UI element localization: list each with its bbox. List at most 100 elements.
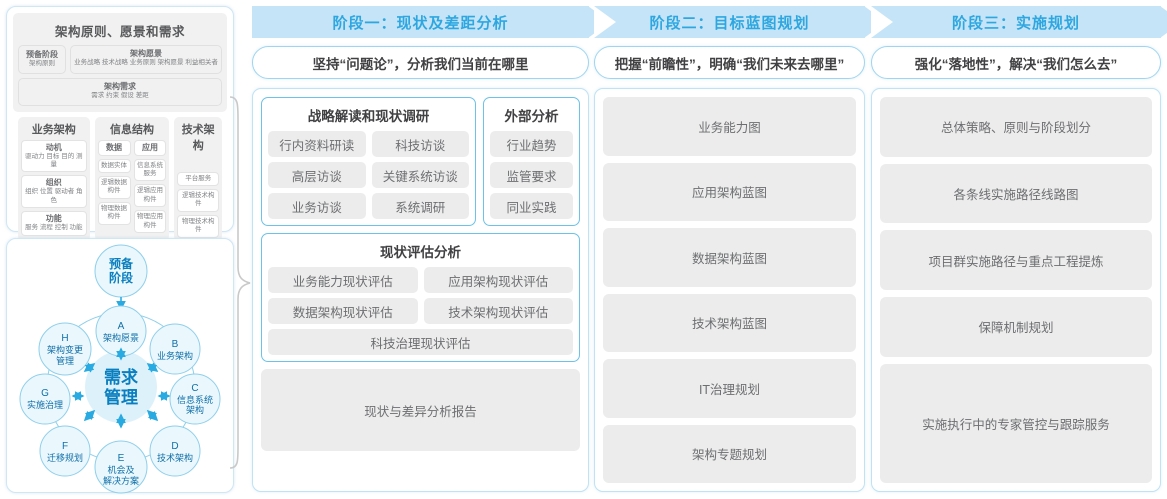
pill-item[interactable]: 业务访谈 <box>268 193 366 219</box>
pillar-business-architecture: 业务架构 动机 驱动力 目标 目的 测量 组织 组织 位置 驱动者 角色 功能 … <box>18 116 90 241</box>
section-external-items: 行业趋势 监管要求 同业实践 <box>490 131 573 219</box>
section-strategy-items: 行内资料研读 科技访谈 高层访谈 关键系统访谈 业务访谈 系统调研 <box>268 131 469 219</box>
organization-title: 组织 <box>45 178 62 188</box>
pill-item[interactable]: 实施执行中的专家管控与跟踪服务 <box>880 363 1152 484</box>
phase-1-report-box[interactable]: 现状与差异分析报告 <box>261 369 580 451</box>
phase-2-band: 阶段二：目标蓝图规划 <box>594 6 886 38</box>
svg-text:D: D <box>171 441 178 452</box>
pillar-technology-title: 技术架构 <box>181 123 215 152</box>
phase-3-items: 总体策略、原则与阶段划分 各条线实施路径线路图 项目群实施路径与重点工程提炼 保… <box>880 97 1152 484</box>
pill-item[interactable]: 系统调研 <box>371 193 469 219</box>
prelim-item: 架构原则 <box>29 60 55 67</box>
phase-1-band: 阶段一：现状及差距分析 <box>252 6 610 38</box>
adm-center-line2: 管理 <box>104 387 138 407</box>
information-column-data: 数据 数据实体 逻辑数据构件 物理数据构件 <box>97 139 131 234</box>
adm-node-d <box>149 425 201 477</box>
togaf-content-framework-card: 架构原则、愿景和需求 预备阶段 架构原则 架构愿景 业务战略 技术战略 业务原则… <box>6 6 234 291</box>
pill-item[interactable]: 行业趋势 <box>490 131 573 157</box>
svg-text:架构: 架构 <box>186 404 204 415</box>
pill-item[interactable]: IT治理规划 <box>603 359 856 418</box>
pill-item[interactable]: 应用架构现状评估 <box>423 267 573 293</box>
pill-item[interactable]: 科技访谈 <box>371 131 469 157</box>
pill-item[interactable]: 总体策略、原则与阶段划分 <box>880 97 1152 157</box>
phase-2-title: 阶段二：目标蓝图规划 <box>649 14 810 32</box>
phase-3-title: 阶段三：实施规划 <box>951 14 1080 32</box>
section-current-assessment: 现状评估分析 业务能力现状评估 应用架构现状评估 数据架构现状评估 技术架构现状… <box>261 233 580 362</box>
pill-item[interactable]: 各条线实施路径线路图 <box>880 163 1152 224</box>
svg-text:C: C <box>191 383 198 394</box>
grouping-brace <box>229 96 251 469</box>
phase-3-band: 阶段三：实施规划 <box>871 6 1167 38</box>
logical-technology-component: 逻辑技术构件 <box>177 188 219 212</box>
svg-text:迁移规划: 迁移规划 <box>47 452 83 463</box>
motivation-title: 动机 <box>45 142 62 152</box>
logical-application-component: 逻辑应用构件 <box>133 184 167 208</box>
pillar-information-title: 信息结构 <box>109 123 154 136</box>
svg-text:A: A <box>118 321 125 332</box>
pill-item[interactable]: 监管要求 <box>490 162 573 188</box>
pillar-information-structure: 信息结构 数据 数据实体 逻辑数据构件 物理数据构件 应用 信息系统服务 逻辑应… <box>94 116 170 241</box>
organization-items: 组织 位置 驱动者 角色 <box>25 188 83 204</box>
svg-text:机会及: 机会及 <box>107 464 134 475</box>
svg-text:F: F <box>62 441 68 452</box>
svg-text:解决方案: 解决方案 <box>103 475 139 486</box>
svg-text:H: H <box>61 333 68 344</box>
chevron-right-icon-3 <box>1160 6 1167 38</box>
pillar-business-title: 业务架构 <box>31 123 76 136</box>
svg-text:管理: 管理 <box>56 355 74 366</box>
adm-prelim-line1: 预备 <box>109 256 134 271</box>
pill-item[interactable]: 技术架构现状评估 <box>423 298 573 324</box>
pill-item[interactable]: 数据架构现状评估 <box>268 298 418 324</box>
phase-column-1: 阶段一：现状及差距分析 坚持“问题论”，分析我们当前在哪里 战略解读和现状调研 … <box>252 6 610 493</box>
pill-item[interactable]: 项目群实施路径与重点工程提炼 <box>880 230 1152 291</box>
vision-title: 架构愿景 <box>130 49 162 58</box>
pill-item[interactable]: 数据架构蓝图 <box>603 228 856 287</box>
svg-text:实施治理: 实施治理 <box>27 399 63 410</box>
chevron-notch-left-3 <box>871 6 893 38</box>
vision-items: 业务战略 技术战略 业务原则 架构愿景 利益相关者 <box>74 59 218 66</box>
pill-item[interactable]: 科技治理现状评估 <box>268 329 573 355</box>
togaf-title: 架构原则、愿景和需求 <box>54 25 185 39</box>
adm-node-e <box>94 440 148 494</box>
pill-item[interactable]: 关键系统访谈 <box>371 162 469 188</box>
prelim-phase-box: 预备阶段 架构原则 <box>18 45 66 74</box>
pill-item[interactable]: 业务能力现状评估 <box>268 267 418 293</box>
motivation-items: 驱动力 目标 目的 测量 <box>25 152 83 168</box>
pill-item[interactable]: 应用架构蓝图 <box>603 162 856 221</box>
architecture-pillars-row: 业务架构 动机 驱动力 目标 目的 测量 组织 组织 位置 驱动者 角色 功能 … <box>13 116 227 241</box>
section-assessment-items: 业务能力现状评估 应用架构现状评估 数据架构现状评估 技术架构现状评估 科技治理… <box>268 267 573 355</box>
pill-item[interactable]: 高层访谈 <box>268 162 366 188</box>
adm-center-line1: 需求 <box>104 367 138 387</box>
information-column-application: 应用 信息系统服务 逻辑应用构件 物理应用构件 <box>133 139 167 234</box>
requirement-items: 需求 约束 假设 差距 <box>91 91 149 99</box>
function-title: 功能 <box>45 214 62 224</box>
phase-1-subtitle: 坚持“问题论”，分析我们当前在哪里 <box>252 46 589 79</box>
architecture-vision-box: 架构愿景 业务战略 技术战略 业务原则 架构愿景 利益相关者 <box>70 45 222 74</box>
pill-item[interactable]: 架构专题规划 <box>603 424 856 483</box>
svg-text:业务架构: 业务架构 <box>157 350 193 361</box>
pill-item[interactable]: 业务能力图 <box>603 97 856 156</box>
physical-technology-component: 物理技术构件 <box>177 214 219 238</box>
pill-item[interactable]: 行内资料研读 <box>268 131 366 157</box>
svg-text:E: E <box>118 453 125 464</box>
adm-node-f <box>39 425 91 477</box>
architecture-requirement-box: 架构需求 需求 约束 假设 差距 <box>18 77 222 106</box>
chevron-notch-left-2 <box>594 6 616 38</box>
pill-item[interactable]: 保障机制规划 <box>880 297 1152 357</box>
adm-center-node <box>85 351 157 423</box>
pill-item[interactable]: 同业实践 <box>490 193 573 219</box>
business-group-motivation: 动机 驱动力 目标 目的 测量 <box>21 139 87 173</box>
physical-data-component: 物理数据构件 <box>97 201 131 225</box>
adm-node-h <box>38 322 92 376</box>
phase-1-top-row: 战略解读和现状调研 行内资料研读 科技访谈 高层访谈 关键系统访谈 业务访谈 系… <box>261 97 580 226</box>
phase-column-3: 阶段三：实施规划 强化“落地性”，解决“我们怎么去” 总体策略、原则与阶段划分 … <box>871 6 1167 493</box>
left-reference-column: 架构原则、愿景和需求 预备阶段 架构原则 架构愿景 业务战略 技术战略 业务原则… <box>6 6 234 494</box>
application-header: 应用 <box>133 139 167 156</box>
adm-node-g <box>19 373 71 425</box>
adm-prelim-line2: 阶段 <box>109 270 134 285</box>
svg-text:信息系统: 信息系统 <box>177 394 213 405</box>
section-external-heading: 外部分析 <box>504 109 559 124</box>
information-system-service: 信息系统服务 <box>133 158 167 182</box>
prelim-title: 预备阶段 <box>26 50 58 59</box>
pill-item[interactable]: 技术架构蓝图 <box>603 293 856 352</box>
